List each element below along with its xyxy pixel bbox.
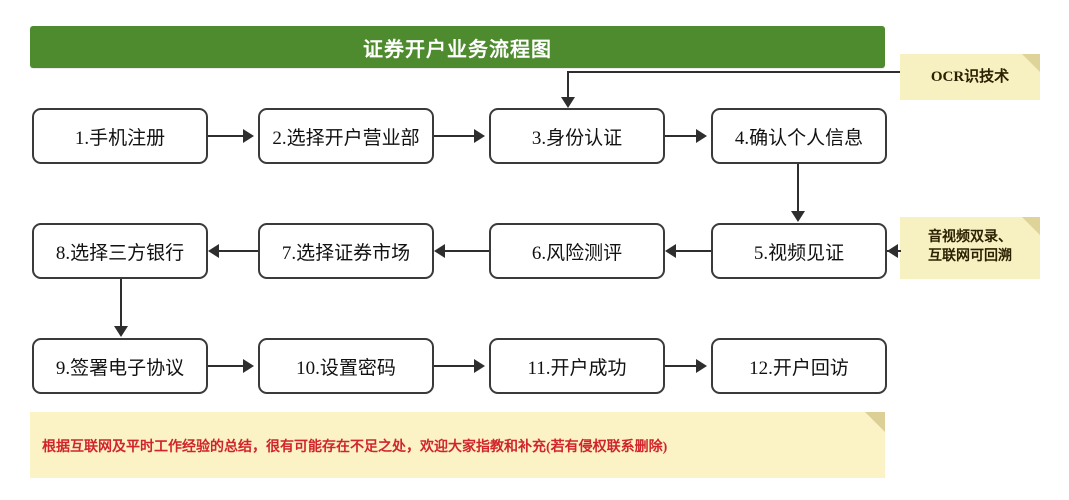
chart-title-banner: 证券开户业务流程图 [30,26,885,68]
connector-node-1-to-node-2 [208,135,244,137]
note-fold-corner-icon [1022,54,1040,72]
flow-node-4[interactable]: 4.确认个人信息 [711,108,887,164]
arrowhead-down-into-node-3 [561,97,575,108]
arrowhead-down-into-node-5 [791,211,805,222]
flow-node-11[interactable]: 11.开户成功 [489,338,665,394]
connector-node-5-to-node-6 [676,250,711,252]
note-ocr-text: OCR识技术 [930,68,1010,85]
flow-node-2[interactable]: 2.选择开户营业部 [258,108,434,164]
arrowhead-left-into-node-6 [665,244,676,258]
connector-node-10-to-node-11 [434,365,475,367]
note-video-line-1: 音视频双录、 [928,230,1012,246]
arrowhead-left-into-node-5 [887,244,898,258]
arrowhead-right-into-node-11 [474,359,485,373]
flow-node-12[interactable]: 12.开户回访 [711,338,887,394]
arrowhead-right-into-node-12 [696,359,707,373]
connector-node-4-to-node-5 [797,164,799,212]
arrowhead-left-into-node-7 [434,244,445,258]
arrowhead-right-into-node-10 [243,359,254,373]
connector-note-ocr-to-node-3-vertical [567,71,569,98]
flow-node-1[interactable]: 1.手机注册 [32,108,208,164]
flow-node-6[interactable]: 6.风险测评 [489,223,665,279]
note-video-line-2: 互联网可回溯 [928,249,1012,264]
connector-node-2-to-node-3 [434,135,475,137]
arrowhead-left-into-node-8 [208,244,219,258]
arrowhead-right-into-node-2 [243,129,254,143]
flow-node-3[interactable]: 3.身份认证 [489,108,665,164]
arrowhead-right-into-node-3 [474,129,485,143]
flow-node-7[interactable]: 7.选择证券市场 [258,223,434,279]
connector-node-11-to-node-12 [665,365,697,367]
page-title: 证券开户业务流程图 [363,38,552,61]
arrowhead-down-into-node-9 [114,326,128,337]
note-video-text: 音视频双录、 互联网可回溯 [900,229,1040,267]
flow-node-9[interactable]: 9.签署电子协议 [32,338,208,394]
annotation-note-video: 音视频双录、 互联网可回溯 [900,217,1040,279]
annotation-note-ocr: OCR识技术 [900,54,1040,100]
connector-node-7-to-node-8 [219,250,258,252]
connector-node-3-to-node-4 [665,135,697,137]
note-fold-corner-icon [865,412,885,432]
arrowhead-right-into-node-4 [696,129,707,143]
flow-node-8[interactable]: 8.选择三方银行 [32,223,208,279]
footer-disclaimer-note: 根据互联网及平时工作经验的总结，很有可能存在不足之处，欢迎大家指教和补充(若有侵… [30,412,885,478]
connector-node-6-to-node-7 [445,250,489,252]
connector-node-8-to-node-9 [120,279,122,327]
connector-node-9-to-node-10 [208,365,244,367]
footer-disclaimer-text: 根据互联网及平时工作经验的总结，很有可能存在不足之处，欢迎大家指教和补充(若有侵… [42,440,668,455]
flow-node-10[interactable]: 10.设置密码 [258,338,434,394]
connector-note-ocr-to-node-3-horizontal [567,71,900,73]
note-fold-corner-icon [1022,217,1040,235]
flow-node-5[interactable]: 5.视频见证 [711,223,887,279]
